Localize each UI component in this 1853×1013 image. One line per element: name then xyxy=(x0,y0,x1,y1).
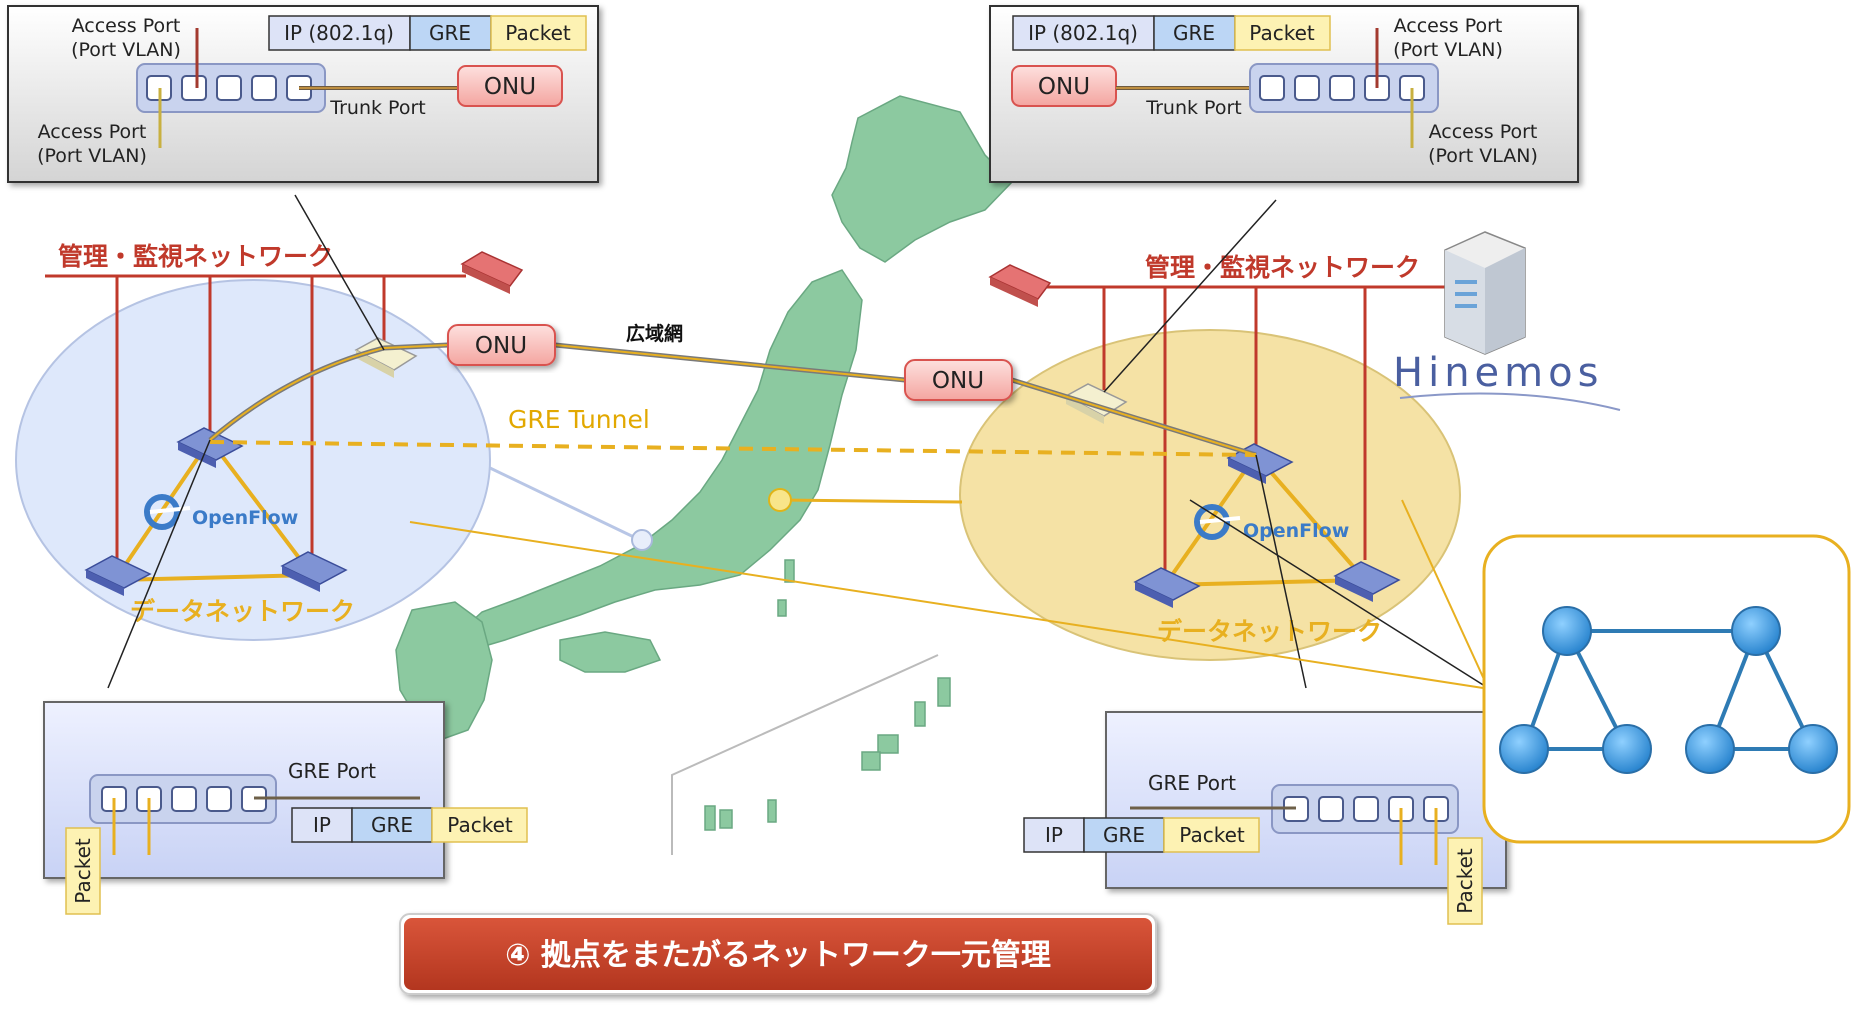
svg-text:④ 拠点をまたがるネットワーク一元管理: ④ 拠点をまたがるネットワーク一元管理 xyxy=(505,938,1051,973)
right-location-pointer xyxy=(781,498,963,504)
tag-ip xyxy=(291,807,353,843)
left-edge-switch xyxy=(354,337,418,378)
left-site-region xyxy=(15,279,491,641)
left-openflow-switch-bl xyxy=(84,555,152,596)
topology-node xyxy=(1685,724,1735,774)
svg-text:GRE: GRE xyxy=(429,21,471,45)
svg-text:GRE: GRE xyxy=(1173,21,1215,45)
callout-top-left: IP (802.1q) GRE Packet ONU Access Port (… xyxy=(7,5,599,183)
left-data-label: データネットワーク xyxy=(130,597,355,626)
hinemos-swoosh xyxy=(1399,392,1621,411)
svg-text:Access Port: Access Port xyxy=(1394,15,1503,37)
tag-packet xyxy=(1163,817,1260,853)
right-site-region xyxy=(959,329,1461,661)
wan-label: 広域網 xyxy=(626,322,683,345)
tag-ip xyxy=(1012,15,1155,51)
svg-text:IP: IP xyxy=(1045,823,1063,847)
right-mgmt-network xyxy=(1028,285,1450,585)
callout-top-right: IP (802.1q) GRE Packet ONU Access Port (… xyxy=(989,5,1579,183)
callout-bottom-right: GRE Port IP GRE Packet Packet xyxy=(1023,711,1507,925)
svg-text:OpenFlow: OpenFlow xyxy=(1243,520,1349,542)
svg-text:GRE Port: GRE Port xyxy=(1148,771,1236,795)
topology-node xyxy=(1499,724,1549,774)
svg-text:GRE: GRE xyxy=(1103,823,1145,847)
topology-node xyxy=(1602,724,1652,774)
svg-text:Packet: Packet xyxy=(1453,848,1477,914)
callout-tl-onu xyxy=(457,65,563,107)
svg-text:Access Port: Access Port xyxy=(1429,121,1538,143)
title-banner: ④ 拠点をまたがるネットワーク一元管理 xyxy=(399,913,1157,995)
logical-topology-panel xyxy=(1482,534,1851,844)
left-location-pointer xyxy=(489,466,641,542)
left-mgmt-network xyxy=(45,274,466,573)
right-mgmt-label: 管理・監視ネットワーク xyxy=(1145,253,1420,282)
wan-link xyxy=(208,342,1257,458)
vertical-packet-tag xyxy=(1447,837,1483,925)
svg-text:GRE Port: GRE Port xyxy=(288,759,376,783)
left-mgmt-label: 管理・監視ネットワーク xyxy=(58,242,333,271)
svg-text:Packet: Packet xyxy=(505,21,571,45)
svg-text:ONU: ONU xyxy=(484,74,536,100)
hinemos-server-icon xyxy=(1444,231,1526,355)
svg-text:(Port VLAN): (Port VLAN) xyxy=(37,145,147,167)
japan-map xyxy=(395,95,1014,831)
hinemos-label: Hinemos xyxy=(1393,350,1603,396)
svg-text:IP: IP xyxy=(313,813,331,837)
svg-text:ONU: ONU xyxy=(932,368,984,394)
left-openflow-switch-br xyxy=(280,551,348,592)
tag-gre xyxy=(409,15,492,51)
tag-gre xyxy=(1083,817,1165,853)
right-mgmt-device xyxy=(988,264,1052,307)
right-data-label: データネットワーク xyxy=(1157,617,1382,646)
right-openflow-switch-bl xyxy=(1133,567,1201,608)
left-openflow-logo: OpenFlow xyxy=(144,494,298,530)
callout-pointers xyxy=(107,194,1489,689)
topology-node xyxy=(1542,606,1592,656)
callout-bottom-left: GRE Port IP GRE Packet Packet xyxy=(43,701,528,915)
svg-text:(Port VLAN): (Port VLAN) xyxy=(1393,39,1503,61)
tag-gre xyxy=(1153,15,1236,51)
right-openflow-logo: OpenFlow xyxy=(1194,504,1349,542)
tag-packet xyxy=(1234,15,1331,51)
left-location-dot xyxy=(631,529,653,551)
tag-packet xyxy=(490,15,587,51)
svg-text:Packet: Packet xyxy=(1249,21,1315,45)
svg-text:(Port VLAN): (Port VLAN) xyxy=(1428,145,1538,167)
right-location-dot xyxy=(768,488,792,512)
gre-tunnel-label: GRE Tunnel xyxy=(508,405,650,434)
right-onu-node: ONU xyxy=(904,359,1013,401)
svg-text:Trunk Port: Trunk Port xyxy=(1145,97,1241,119)
right-openflow-switch-br xyxy=(1333,561,1401,602)
svg-text:Access Port: Access Port xyxy=(72,15,181,37)
topology-node xyxy=(1788,724,1838,774)
svg-text:GRE: GRE xyxy=(371,813,413,837)
tag-ip xyxy=(268,15,411,51)
left-onu-node: ONU xyxy=(447,324,556,366)
topology-node xyxy=(1731,606,1781,656)
gre-tunnel-line xyxy=(209,440,1257,457)
tag-packet xyxy=(431,807,528,843)
inset-frame xyxy=(671,654,939,855)
tag-gre xyxy=(351,807,433,843)
svg-text:Packet: Packet xyxy=(71,838,95,904)
left-mgmt-device xyxy=(460,251,524,294)
svg-text:ONU: ONU xyxy=(475,333,527,359)
vertical-packet-tag xyxy=(65,827,101,915)
svg-text:Packet: Packet xyxy=(447,813,513,837)
tag-ip xyxy=(1023,817,1085,853)
svg-text:(Port VLAN): (Port VLAN) xyxy=(71,39,181,61)
svg-text:Trunk Port: Trunk Port xyxy=(329,97,425,119)
svg-text:OpenFlow: OpenFlow xyxy=(192,507,298,529)
svg-text:IP (802.1q): IP (802.1q) xyxy=(284,21,394,45)
svg-text:Packet: Packet xyxy=(1179,823,1245,847)
svg-text:IP (802.1q): IP (802.1q) xyxy=(1028,21,1138,45)
topology-pointers xyxy=(409,499,1489,689)
svg-text:Access Port: Access Port xyxy=(38,121,147,143)
svg-text:ONU: ONU xyxy=(1038,74,1090,100)
